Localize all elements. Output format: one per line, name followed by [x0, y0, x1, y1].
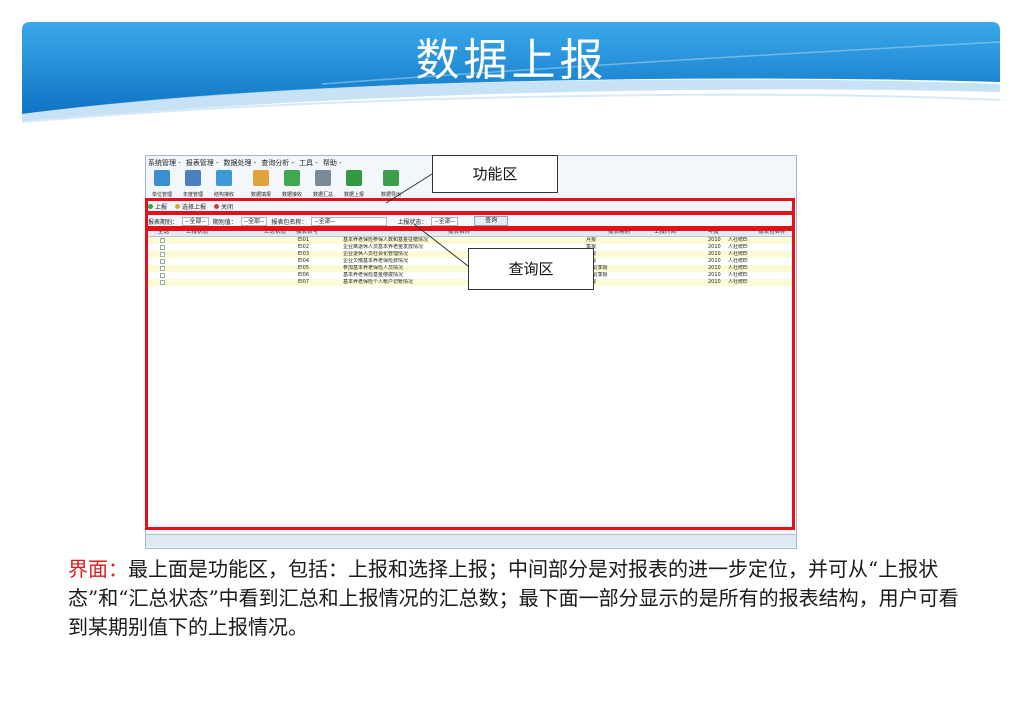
close-button[interactable]: 关闭: [214, 202, 233, 211]
close-icon: [214, 204, 220, 209]
menu-system[interactable]: 系统管理 -: [148, 159, 181, 167]
row-checkbox[interactable]: [160, 252, 165, 257]
title-banner: [22, 22, 1000, 123]
col-upload-status: 上报状态: [186, 229, 209, 235]
upload-arrow-icon: [148, 204, 153, 209]
menu-tools[interactable]: 工具 -: [299, 159, 318, 167]
receive-icon: [284, 170, 300, 186]
structure-receive-button[interactable]: 结构接收: [210, 168, 238, 200]
upload-icon: [346, 170, 362, 186]
table-row[interactable]: EI01 基本养老保险参保人数和基金征缴情况 月报 2010 人社统EI: [148, 237, 794, 244]
table-row[interactable]: EI02 企业离退休人员基本养老金发放情况 季报 2010 人社统EI: [148, 244, 794, 251]
table-area-highlight: [145, 228, 795, 530]
row-checkbox[interactable]: [160, 273, 165, 278]
query-button[interactable]: 查询: [474, 216, 509, 226]
select-upload-button[interactable]: 选择上报: [175, 202, 206, 211]
description-text: 最上面是功能区，包括：上报和选择上报；中间部分是对报表的进一步定位，并可从“上报…: [68, 557, 959, 639]
year-manage-button[interactable]: 年度管理: [179, 168, 207, 200]
col-year: 年度: [708, 229, 720, 235]
menu-bar: 系统管理 - 报表管理 - 数据处理 - 查询分析 - 工具 - 帮助 -: [148, 158, 342, 167]
menu-report[interactable]: 报表管理 -: [185, 159, 219, 167]
edit-icon: [253, 170, 269, 186]
export-icon: [383, 170, 399, 186]
menu-query[interactable]: 查询分析 -: [261, 159, 295, 167]
data-fill-button[interactable]: 数据填报: [247, 168, 275, 200]
sum-icon: [315, 170, 331, 186]
row-checkbox[interactable]: [160, 280, 165, 285]
calendar-icon: [185, 170, 201, 186]
menu-help[interactable]: 帮助 -: [322, 159, 342, 167]
unit-manage-button[interactable]: 单位管理: [148, 168, 176, 200]
select-upload-icon: [175, 204, 181, 209]
toolbar: 单位管理 年度管理 结构接收 数据填报 数据接收 数据汇总 数据上报 数据导出: [148, 168, 405, 200]
status-bar: [146, 534, 796, 547]
row-checkbox[interactable]: [160, 259, 165, 264]
description: 界面：最上面是功能区，包括：上报和选择上报；中间部分是对报表的进一步定位，并可从…: [68, 555, 968, 642]
query-area-callout: 查询区: [468, 248, 594, 290]
col-select-all[interactable]: 全选: [158, 229, 170, 235]
data-sum-button[interactable]: 数据汇总: [309, 168, 337, 200]
period-select[interactable]: --全部--: [182, 216, 209, 226]
unit-icon: [154, 170, 170, 186]
col-sum-status: 汇总状态: [264, 229, 287, 235]
col-code: 报表表号: [296, 229, 319, 235]
data-export-button[interactable]: 数据导出: [377, 168, 405, 200]
data-upload-button[interactable]: 数据上报: [340, 168, 368, 200]
data-receive-button[interactable]: 数据接收: [278, 168, 306, 200]
description-lead: 界面：: [68, 557, 128, 581]
col-upload-time: 上报时间: [654, 229, 677, 235]
col-period: 报表期别: [608, 229, 631, 235]
row-checkbox[interactable]: [160, 266, 165, 271]
query-area-highlight: [145, 212, 795, 229]
function-bar: 上报 选择上报 关闭: [148, 202, 233, 211]
upload-button[interactable]: 上报: [148, 202, 167, 211]
slide-title: 数据上报: [415, 35, 608, 86]
period-value-select[interactable]: --全部--: [240, 216, 268, 226]
row-checkbox[interactable]: [160, 245, 165, 250]
structure-icon: [216, 170, 232, 186]
function-area-callout: 功能区: [432, 155, 558, 193]
row-checkbox[interactable]: [160, 238, 165, 243]
package-select[interactable]: --全部--: [311, 216, 388, 226]
menu-data[interactable]: 数据处理 -: [223, 159, 257, 167]
query-bar: 报表期别： --全部-- 期别值： --全部-- 报表包名称： --全部-- 上…: [148, 216, 509, 226]
col-package: 报表包名称: [758, 229, 786, 235]
